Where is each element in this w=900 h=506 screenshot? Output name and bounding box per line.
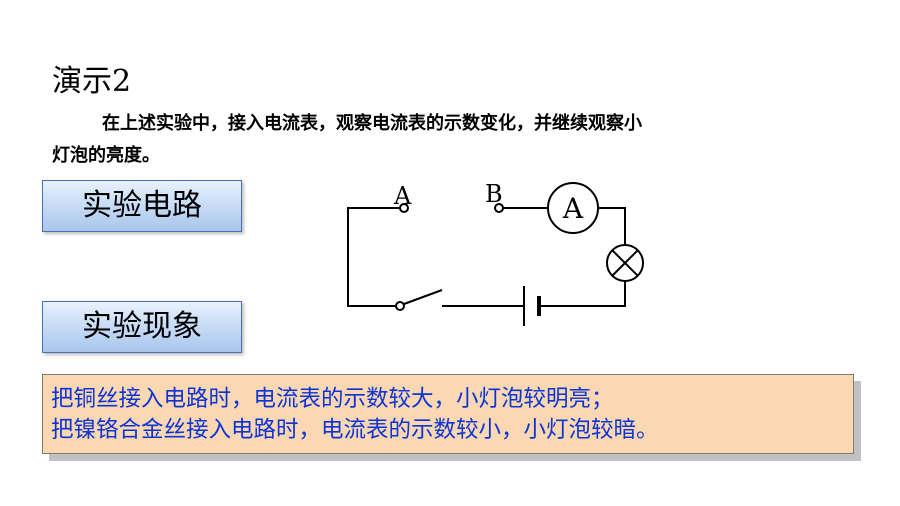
wire-lamp-to-battery (539, 281, 626, 307)
intro-line-2: 灯泡的亮度。 (52, 145, 160, 166)
switch-pivot (395, 301, 405, 311)
result-line-1: 把铜丝接入电路时，电流表的示数较大，小灯泡较明亮； (51, 386, 614, 412)
intro-line-1: 在上述实验中，接入电流表，观察电流表的示数变化，并继续观察小 (102, 113, 642, 134)
terminal-b-label: B (485, 180, 503, 208)
slide-title: 演示2 (52, 64, 132, 99)
result-line-2: 把镍铬合金丝接入电路时，电流表的示数较小，小灯泡较暗。 (51, 417, 659, 443)
switch-blade (403, 289, 443, 305)
phenomenon-result-box: 把铜丝接入电路时，电流表的示数较大，小灯泡较明亮； 把镍铬合金丝接入电路时，电流… (42, 374, 854, 454)
circuit-label-box: 实验电路 (42, 180, 242, 232)
phenomenon-label-box: 实验现象 (42, 301, 242, 353)
wire-ammeter-to-lamp (598, 207, 626, 245)
intro-text: 在上述实验中，接入电流表，观察电流表的示数变化，并继续观察小 灯泡的亮度。 (52, 108, 862, 172)
lamp-cross-2 (611, 249, 639, 277)
wire-left (347, 207, 400, 307)
terminal-a-label: A (393, 182, 412, 210)
terminal-a-post (399, 203, 409, 213)
ammeter-label: A (562, 192, 584, 225)
circuit-diagram: A B A (347, 180, 644, 326)
